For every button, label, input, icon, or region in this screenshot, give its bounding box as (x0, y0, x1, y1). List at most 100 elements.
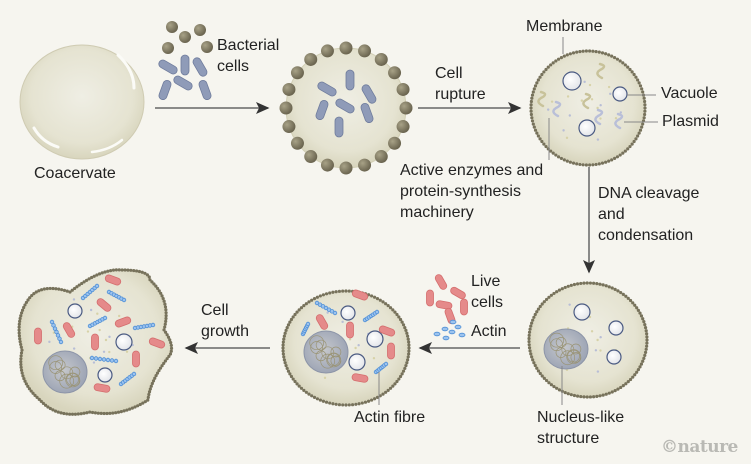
membrane-protocell (529, 49, 647, 167)
membrane-bead (163, 305, 168, 309)
membrane-bead (538, 304, 542, 309)
dna-loop (309, 335, 325, 351)
membrane-bead (29, 389, 33, 393)
membrane-bead (103, 270, 107, 274)
membrane-bead (169, 341, 173, 345)
label-cell-rupture: Cell rupture (435, 65, 486, 103)
membrane-bead (529, 99, 533, 104)
membrane-bead (532, 361, 536, 365)
membrane-bead (579, 394, 583, 399)
membrane-bead (527, 330, 532, 334)
membrane-bead (538, 75, 542, 79)
membrane-bead (286, 323, 291, 327)
membrane-bead (546, 65, 550, 69)
speck (104, 338, 108, 342)
dna-loop (69, 375, 81, 387)
membrane-bead (168, 338, 172, 342)
membrane-bead (19, 342, 23, 347)
membrane-bead (585, 281, 589, 285)
membrane-bead (393, 310, 397, 314)
membrane-bead (285, 366, 289, 371)
membrane-bead (331, 402, 335, 406)
label-plasmid: Plasmid (662, 113, 719, 130)
live-cell (34, 327, 42, 345)
plasmid (614, 112, 624, 130)
bacterium-sphere (399, 101, 413, 115)
membrane-bead (70, 288, 74, 292)
membrane-bead (544, 297, 549, 302)
membrane-bead (547, 381, 551, 385)
membrane-bead (282, 358, 286, 362)
membrane-bead (630, 142, 634, 146)
membrane-bead (592, 281, 596, 285)
membrane-bead (540, 302, 544, 306)
membrane-bead (588, 49, 592, 53)
speck (599, 349, 602, 352)
membrane-bead (645, 335, 649, 339)
membrane-bead (562, 158, 566, 162)
actin-bead (121, 297, 127, 303)
bacterium-sphere (320, 158, 334, 172)
membrane-bead (281, 346, 285, 350)
membrane-bead (302, 388, 306, 392)
membrane-bead (406, 358, 410, 362)
membrane-bead (639, 314, 644, 318)
membrane-bead (556, 57, 561, 61)
membrane-bead (281, 343, 285, 347)
speck (614, 117, 618, 120)
membrane-bead (134, 269, 139, 273)
membrane-bead (283, 361, 287, 365)
membrane-bead (557, 388, 562, 392)
membrane-bead (324, 400, 329, 404)
plasmid (582, 92, 592, 110)
membrane-bead (137, 269, 142, 274)
speck (48, 340, 51, 344)
membrane-bead (584, 49, 588, 53)
membrane-bead (386, 388, 390, 392)
speck (596, 370, 600, 373)
membrane-bead (529, 352, 533, 356)
membrane-bead (604, 392, 608, 396)
membrane-bead (373, 397, 377, 401)
membrane-bead (645, 338, 649, 342)
label-live-cells: Live cells (471, 273, 504, 311)
label-active-enzymes: Active enzymes and protein-synthesis mac… (400, 162, 544, 221)
membrane-bead (562, 54, 566, 58)
membrane-bead (357, 402, 361, 406)
vacuole (573, 303, 591, 321)
membrane-bead (403, 366, 407, 371)
membrane-bead (341, 403, 345, 407)
membrane-bead (641, 122, 645, 126)
membrane-bead (571, 51, 576, 55)
live-cell (315, 314, 329, 330)
actin-bead (131, 371, 137, 377)
speck (108, 335, 111, 339)
membrane-bead (529, 112, 533, 117)
dna-loop (555, 337, 567, 348)
membrane-bead (17, 325, 21, 329)
nucleus (42, 350, 88, 394)
membrane-bead (381, 300, 385, 304)
membrane-bead (169, 349, 173, 353)
membrane-bead (643, 106, 647, 110)
membrane-bead (31, 391, 35, 395)
membrane-bead (645, 332, 649, 336)
membrane-bead (559, 55, 563, 60)
membrane-bead (307, 392, 311, 396)
membrane-bead (288, 372, 292, 376)
membrane-bead (100, 271, 104, 275)
membrane-bead (159, 291, 163, 295)
membrane-bead (123, 268, 127, 272)
membrane-bead (535, 131, 539, 135)
speck (588, 315, 592, 319)
membrane-bead (99, 411, 103, 416)
membrane-bead (147, 275, 151, 279)
membrane-bead (164, 308, 168, 312)
membrane-bead (532, 315, 536, 319)
membrane-bead (592, 395, 596, 399)
membrane-bead (128, 407, 132, 411)
live-cell (434, 274, 448, 290)
bacterium-sphere (396, 82, 410, 96)
membrane-bead (407, 340, 411, 344)
membrane-bead (616, 289, 620, 293)
